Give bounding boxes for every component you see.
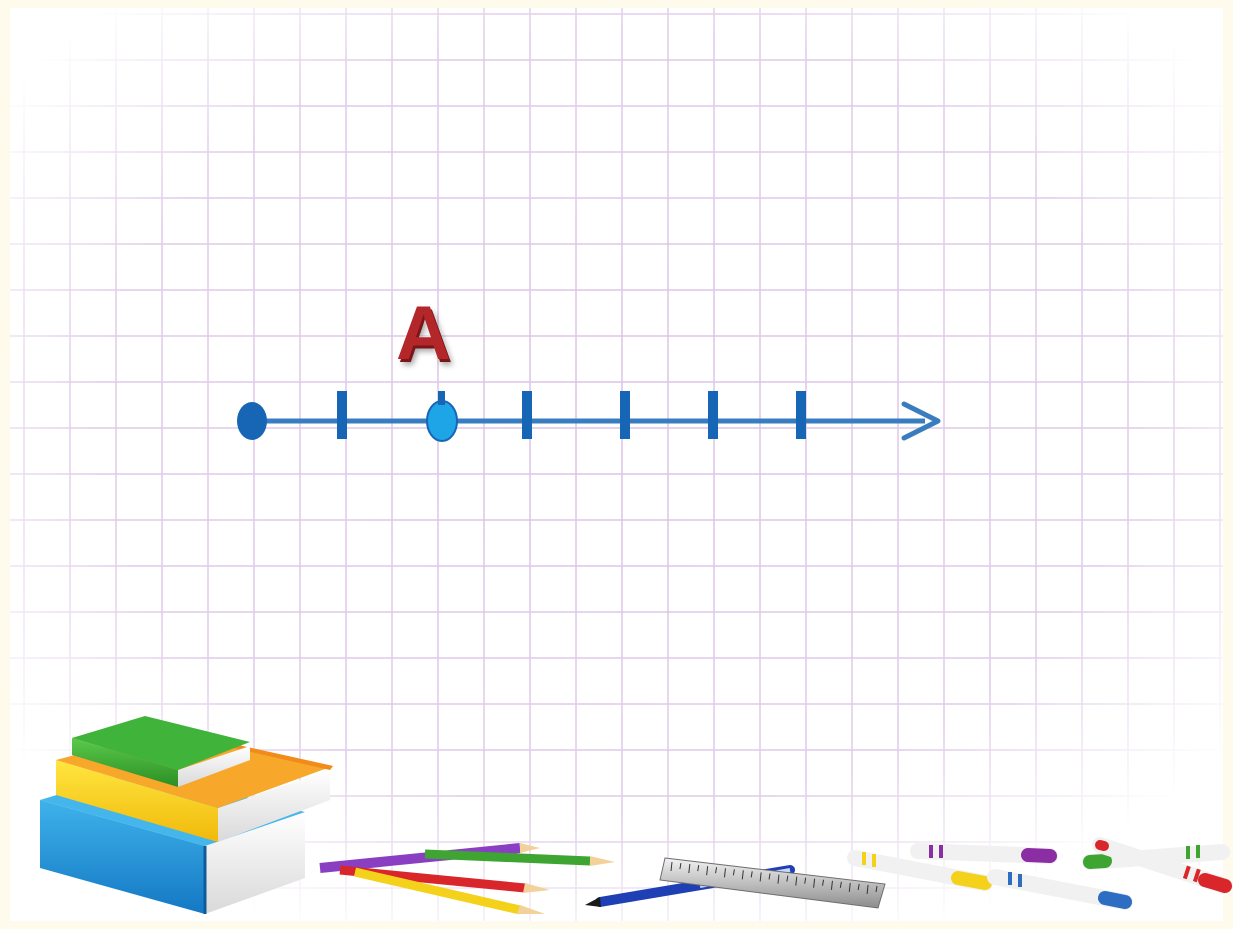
tick-mark xyxy=(708,391,718,439)
point-label-a: A xyxy=(396,296,451,372)
tick-mark xyxy=(522,391,532,439)
tick-mark xyxy=(796,391,806,439)
marked-point xyxy=(427,401,457,441)
tick-mark xyxy=(620,391,630,439)
marked-point-tick xyxy=(438,391,445,405)
start-point xyxy=(237,402,267,440)
tick-mark xyxy=(337,391,347,439)
